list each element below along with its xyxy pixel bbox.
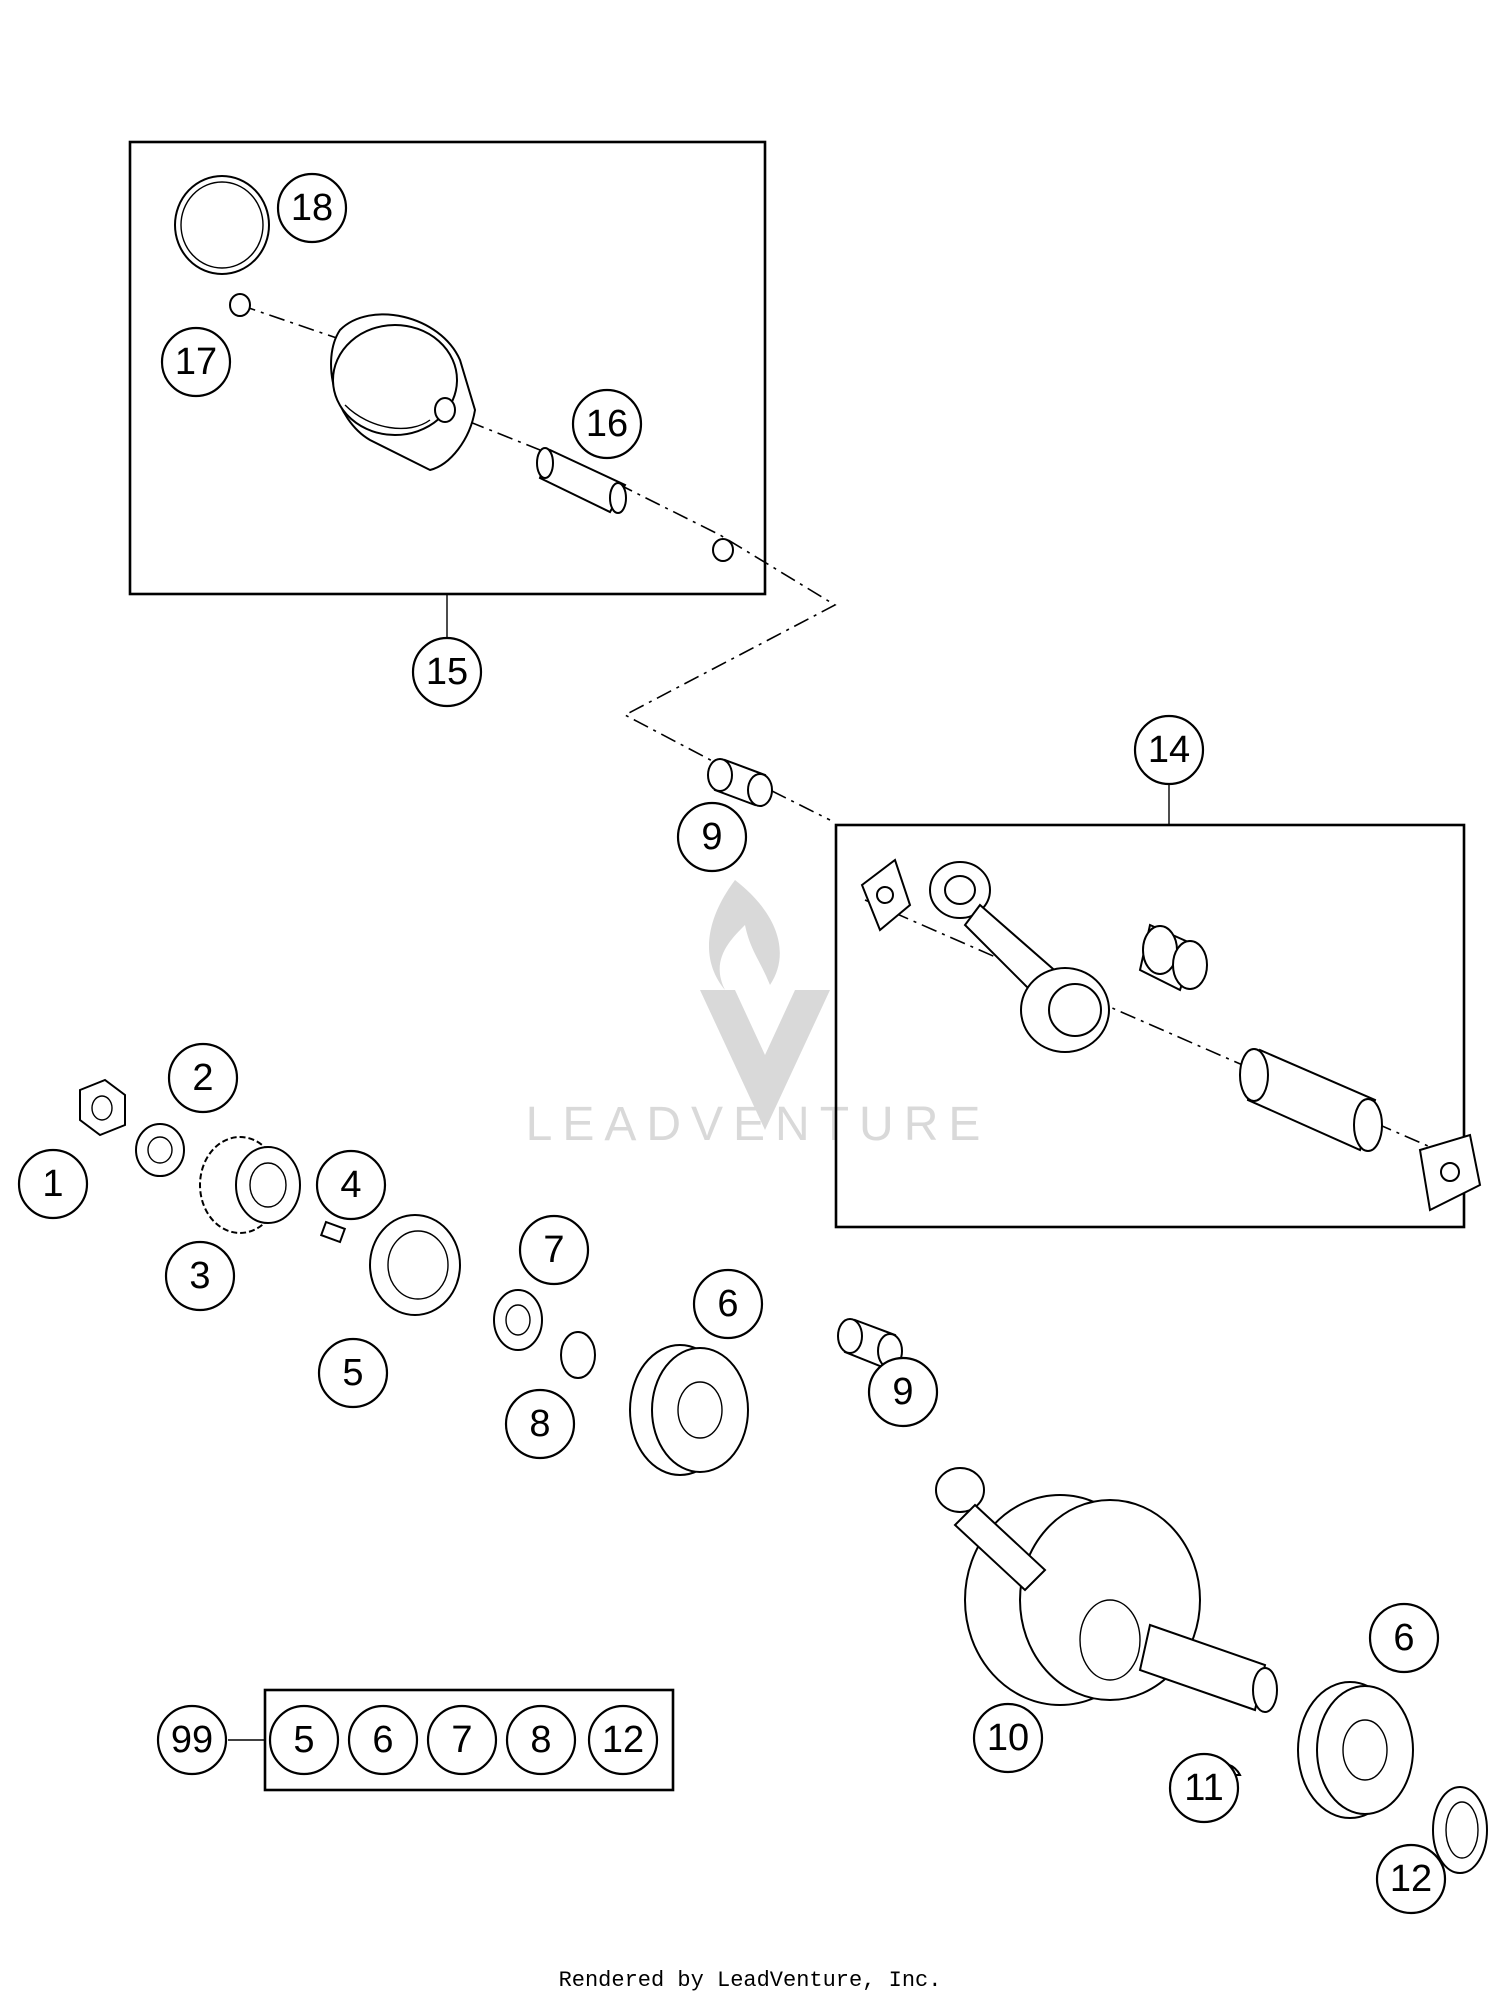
svg-text:5: 5 (342, 1352, 363, 1394)
shaft-seal-left[interactable] (369, 1214, 461, 1316)
callout-11[interactable]: 11 (1168, 1752, 1240, 1824)
circlip-left[interactable] (229, 293, 251, 317)
thrust-washer-right[interactable] (1418, 1133, 1482, 1212)
svg-text:16: 16 (586, 403, 628, 445)
kit-item-8[interactable]: 8 (505, 1704, 577, 1776)
kit-item-5[interactable]: 5 (268, 1704, 340, 1776)
small-end-bearing[interactable] (707, 758, 773, 807)
svg-text:2: 2 (192, 1057, 213, 1099)
svg-text:8: 8 (530, 1719, 551, 1761)
svg-text:6: 6 (372, 1719, 393, 1761)
hex-nut[interactable] (79, 1078, 126, 1137)
watermark-text: LEADVENTURE (526, 1098, 991, 1151)
spacer-washer[interactable] (493, 1289, 543, 1351)
piston-pin[interactable] (536, 447, 627, 514)
svg-text:3: 3 (189, 1255, 210, 1297)
circlip-right[interactable] (712, 538, 734, 562)
conrod-kit-box (834, 823, 1466, 1229)
kit-item-6[interactable]: 6 (347, 1704, 419, 1776)
big-end-bearing[interactable] (1138, 923, 1208, 992)
piston[interactable] (330, 313, 477, 472)
callout-15[interactable]: 15 (411, 636, 483, 708)
callout-8[interactable]: 8 (504, 1388, 576, 1460)
thrust-washer-left[interactable] (860, 858, 912, 932)
kit-item-7[interactable]: 7 (426, 1704, 498, 1776)
svg-text:12: 12 (602, 1719, 644, 1761)
callout-14[interactable]: 14 (1133, 714, 1205, 786)
callout-1[interactable]: 1 (17, 1148, 89, 1220)
callout-16[interactable]: 16 (571, 388, 643, 460)
main-bearing-left[interactable] (629, 1344, 749, 1476)
callout-12[interactable]: 12 (1375, 1843, 1447, 1915)
svg-text:9: 9 (701, 816, 722, 858)
svg-text:6: 6 (717, 1283, 738, 1325)
footer-credit: Rendered by LeadVenture, Inc. (558, 1968, 942, 1993)
kit-item-12[interactable]: 12 (587, 1704, 659, 1776)
callout-18[interactable]: 18 (276, 172, 348, 244)
callout-7[interactable]: 7 (518, 1214, 590, 1286)
svg-text:14: 14 (1148, 729, 1190, 771)
woodruff-key-gear[interactable] (319, 1220, 347, 1244)
callout-10[interactable]: 10 (972, 1702, 1044, 1774)
svg-text:11: 11 (1184, 1767, 1223, 1809)
svg-text:5: 5 (293, 1719, 314, 1761)
callout-9-upper[interactable]: 9 (676, 801, 748, 873)
piston-ring[interactable] (174, 175, 270, 275)
callout-3[interactable]: 3 (164, 1240, 236, 1312)
kit-callout-99[interactable]: 99 (156, 1704, 228, 1776)
lock-washer[interactable] (135, 1123, 185, 1177)
watermark-logo: LEADVENTURE (526, 880, 991, 1151)
assembly-axis-line (239, 304, 837, 821)
svg-text:1: 1 (42, 1163, 63, 1205)
svg-text:15: 15 (426, 651, 468, 693)
callout-6-left[interactable]: 6 (692, 1268, 764, 1340)
svg-text:9: 9 (892, 1371, 913, 1413)
svg-text:8: 8 (529, 1403, 550, 1445)
connecting-rod[interactable] (929, 861, 1110, 1053)
primary-gear[interactable] (199, 1136, 301, 1234)
svg-text:7: 7 (543, 1229, 564, 1271)
o-ring[interactable] (560, 1331, 596, 1379)
callout-6-right[interactable]: 6 (1368, 1602, 1440, 1674)
callout-9-lower[interactable]: 9 (867, 1356, 939, 1428)
main-bearing-right[interactable] (1297, 1681, 1414, 1819)
svg-text:10: 10 (987, 1717, 1029, 1759)
svg-text:4: 4 (340, 1164, 361, 1206)
shaft-seal-right[interactable] (1432, 1786, 1488, 1874)
svg-text:99: 99 (171, 1719, 213, 1761)
crankshaft[interactable] (935, 1467, 1278, 1713)
svg-text:12: 12 (1390, 1858, 1432, 1900)
callout-5[interactable]: 5 (317, 1337, 389, 1409)
callout-17[interactable]: 17 (160, 326, 232, 398)
callout-4[interactable]: 4 (315, 1149, 387, 1221)
crank-pin[interactable] (1239, 1048, 1383, 1152)
svg-text:6: 6 (1393, 1617, 1414, 1659)
svg-text:18: 18 (291, 187, 333, 229)
svg-text:7: 7 (451, 1719, 472, 1761)
svg-text:17: 17 (175, 341, 217, 383)
callout-2[interactable]: 2 (167, 1042, 239, 1114)
